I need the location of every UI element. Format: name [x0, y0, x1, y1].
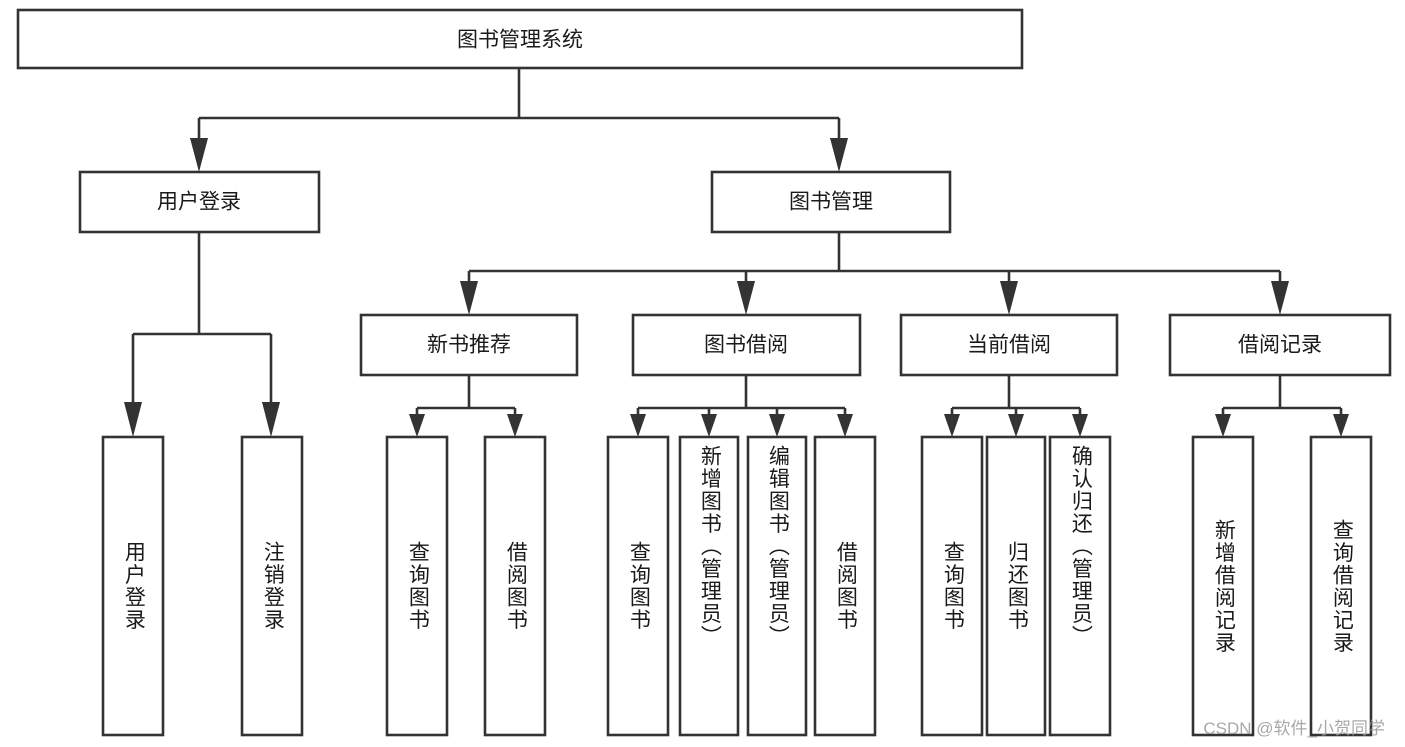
arrow-head-icon: [1072, 414, 1088, 437]
node-label-root: 图书管理系统: [457, 29, 583, 52]
node-new-book-recommend[interactable]: 新书推荐: [359, 313, 579, 377]
node-label-user-login: 用户登录: [157, 191, 241, 214]
arrow-head-icon: [507, 414, 523, 437]
connector-current-borrow-to-leaves: [944, 375, 1088, 437]
leaf-box-edit-book-admin[interactable]: [746, 435, 808, 737]
arrow-head-icon: [1333, 414, 1349, 437]
node-user-login[interactable]: 用户登录: [78, 170, 321, 234]
leaf-box-add-borrow-record[interactable]: [1191, 435, 1255, 737]
arrow-head-icon: [769, 414, 785, 437]
node-label-book-management: 图书管理: [789, 191, 873, 214]
connector-new-book-to-leaves: [409, 375, 523, 437]
arrow-head-icon: [737, 281, 755, 315]
leaf-box-query-borrow-record[interactable]: [1309, 435, 1373, 737]
node-label-new-book-recommend: 新书推荐: [427, 334, 511, 357]
node-book-borrow[interactable]: 图书借阅: [631, 313, 862, 377]
connector-borrow-record-to-leaves: [1215, 375, 1349, 437]
node-label-current-borrow: 当前借阅: [967, 334, 1051, 357]
arrow-head-icon: [1008, 414, 1024, 437]
leaf-box-query-book-rec[interactable]: [385, 435, 449, 737]
node-borrow-record[interactable]: 借阅记录: [1168, 313, 1392, 377]
leaf-box-add-book-admin[interactable]: [678, 435, 740, 737]
leaf-box-borrow-book-rec[interactable]: [483, 435, 547, 737]
csdn-watermark: CSDN @软件_小贺同学: [1203, 719, 1385, 738]
node-label-book-borrow: 图书借阅: [704, 334, 788, 357]
arrow-head-icon: [701, 414, 717, 437]
leaf-box-borrow-book[interactable]: [813, 435, 877, 737]
leaf-box-user-login[interactable]: [101, 435, 165, 737]
leaf-box-logout[interactable]: [240, 435, 304, 737]
arrow-head-icon: [190, 138, 208, 172]
arrow-head-icon: [1000, 281, 1018, 315]
connector-book-borrow-to-leaves: [630, 375, 853, 437]
leaf-box-confirm-return-admin[interactable]: [1048, 435, 1112, 737]
node-label-borrow-record: 借阅记录: [1238, 334, 1322, 357]
connector-user-login-to-leaves: [124, 232, 280, 437]
arrow-head-icon: [124, 402, 142, 437]
leaf-box-query-book-current[interactable]: [920, 435, 984, 737]
node-book-management[interactable]: 图书管理: [710, 170, 952, 234]
node-current-borrow[interactable]: 当前借阅: [899, 313, 1119, 377]
node-root-book-management-system[interactable]: 图书管理系统: [16, 8, 1024, 70]
connector-book-mgmt-to-level3: [460, 232, 1289, 315]
arrow-head-icon: [630, 414, 646, 437]
connector-root-to-level2: [190, 68, 848, 172]
leaf-box-return-book[interactable]: [985, 435, 1047, 737]
arrow-head-icon: [830, 138, 848, 172]
arrow-head-icon: [409, 414, 425, 437]
arrow-head-icon: [262, 402, 280, 437]
arrow-head-icon: [1271, 281, 1289, 315]
arrow-head-icon: [837, 414, 853, 437]
leaf-box-query-book-borrow[interactable]: [606, 435, 670, 737]
arrow-head-icon: [1215, 414, 1231, 437]
arrow-head-icon: [460, 281, 478, 315]
arrow-head-icon: [944, 414, 960, 437]
